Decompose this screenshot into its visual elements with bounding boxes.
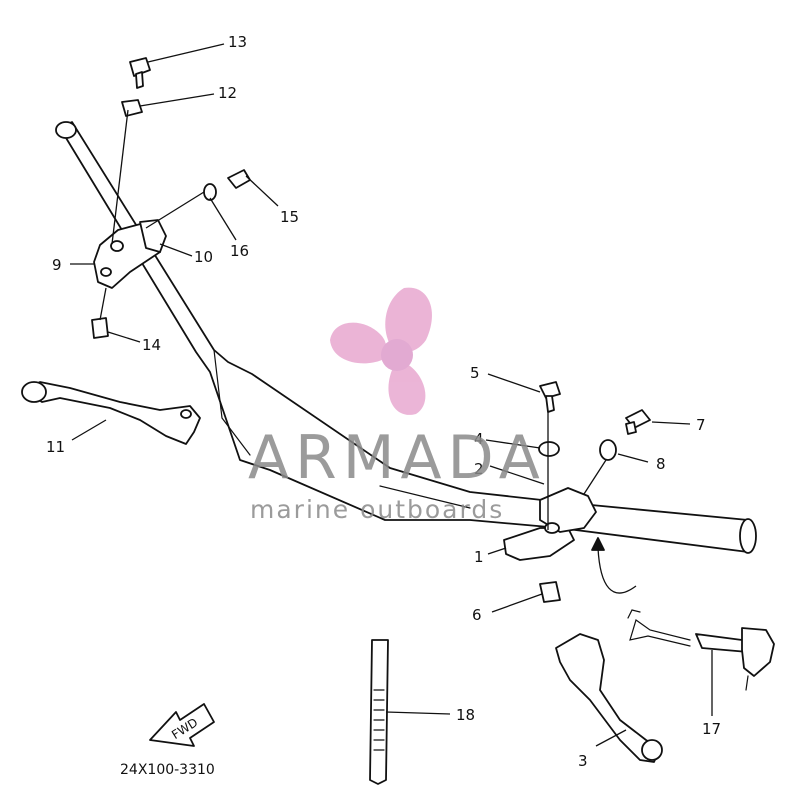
cable-tie-18 [369,639,389,785]
watermark-brand: ARMADA [248,423,546,493]
callout-10: 10 [194,248,213,266]
nut-6 [539,581,561,603]
nut-14 [91,317,109,339]
callout-7: 7 [696,416,706,434]
callout-8: 8 [656,455,666,473]
leader-lines [70,43,713,747]
switch-17 [627,609,775,691]
bolt-13 [129,57,151,89]
callout-6: 6 [472,606,482,624]
fwd-arrow-icon [149,703,215,747]
drawing-code: 24X100-3310 [120,762,215,778]
callout-5: 5 [470,364,480,382]
washer-4 [538,441,560,457]
callout-15: 15 [280,208,299,226]
callout-1: 1 [474,548,484,566]
watermark-tagline: marine outboards [250,495,504,524]
part-callouts: 13 12 15 16 10 9 14 11 5 7 4 8 2 1 6 18 … [46,33,721,770]
callout-13: 13 [228,33,247,51]
callout-11: 11 [46,438,65,456]
callout-9: 9 [52,256,62,274]
collar-8 [599,439,617,461]
right-holder [503,487,597,561]
handlebar [55,121,757,554]
callout-14: 14 [142,336,161,354]
callout-2: 2 [474,460,484,478]
callout-16: 16 [230,242,249,260]
bolt-5 [539,381,561,413]
left-holder [93,219,167,289]
callout-3: 3 [578,752,588,770]
callout-17: 17 [702,720,721,738]
callout-18: 18 [456,706,475,724]
lever-11 [21,381,201,445]
bolt-15 [227,169,251,189]
callout-4: 4 [474,430,484,448]
callout-12: 12 [218,84,237,102]
lever-3 [555,633,663,763]
propeller-logo-icon [330,287,432,415]
washer-16 [203,183,217,201]
nut-12 [121,99,143,117]
armada-watermark: ARMADA marine outboards [248,287,546,524]
bolt-7 [625,409,651,435]
assembly-arrow [591,537,637,594]
